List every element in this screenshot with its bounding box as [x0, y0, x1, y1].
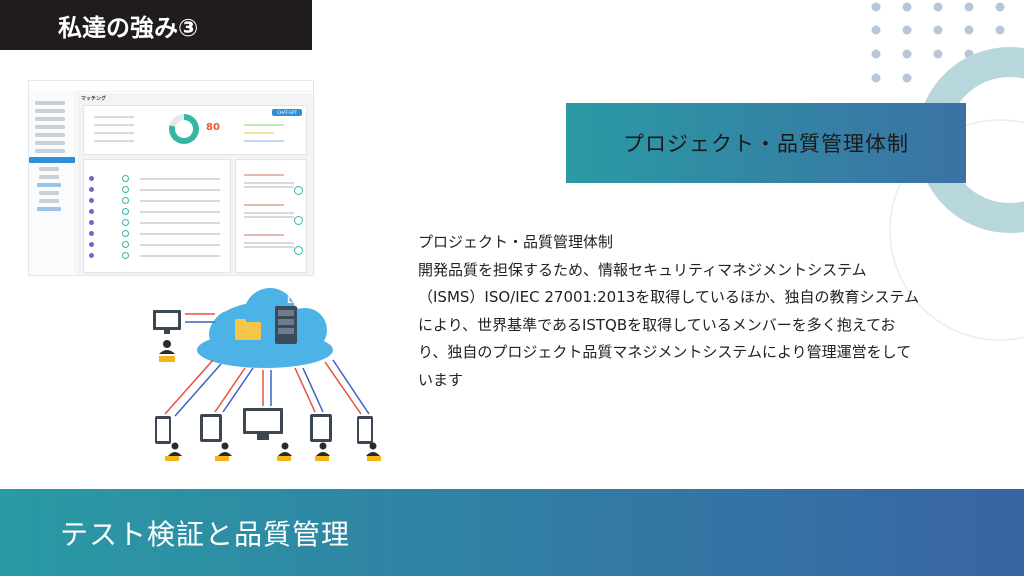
dashboard-sidebar [29, 91, 76, 275]
body-text: プロジェクト・品質管理体制 開発品質を担保するため、情報セキュリティマネジメント… [418, 229, 993, 394]
slide-title: 私達の強み③ [0, 0, 312, 50]
profile-panel: 80 CHAT-GPT [83, 105, 307, 155]
section-heading: プロジェクト・品質管理体制 [566, 103, 966, 183]
body-line: プロジェクト・品質管理体制 [418, 233, 614, 251]
body-line: （ISMS）ISO/IEC 27001:2013を取得しているほか、独自の教育シ… [418, 288, 920, 306]
body-line: 開発品質を担保するため、情報セキュリティマネジメントシステム [418, 260, 867, 279]
learner-device-icon [155, 416, 182, 461]
recommend-list-panel [83, 159, 231, 273]
dashboard-title: マッチング [81, 96, 107, 102]
lms-diagram: LMS [145, 284, 387, 464]
matching-dashboard-screenshot: マッチング 80 CHAT-GPT [28, 80, 314, 276]
ai-matching-panel [235, 159, 307, 273]
match-score: 80 [206, 122, 220, 133]
cloud-icon [197, 288, 333, 368]
folder-icon [235, 322, 261, 340]
admin-monitor-icon [153, 310, 181, 354]
learner-device-icon [310, 414, 332, 461]
learner-device-icon [200, 414, 232, 461]
dashboard-topbar [29, 81, 313, 92]
thin-ring-decoration [889, 119, 1024, 341]
footer-banner: テスト検証と品質管理 [0, 489, 1024, 576]
learner-device-icon [357, 416, 381, 461]
body-line: により、世界基準であるISTQBを取得しているメンバーを多く抱えてお [418, 315, 896, 334]
lms-diagram-graphic [153, 288, 381, 461]
match-gauge [169, 114, 199, 144]
chat-gpt-button: CHAT-GPT [272, 109, 302, 116]
body-line: り、独自のプロジェクト品質マネジメントシステムにより管理運営をして [418, 343, 912, 361]
learner-device-icon [243, 408, 292, 461]
lms-label: LMS [287, 296, 309, 306]
body-line: います [418, 370, 464, 389]
server-icon [275, 306, 297, 344]
